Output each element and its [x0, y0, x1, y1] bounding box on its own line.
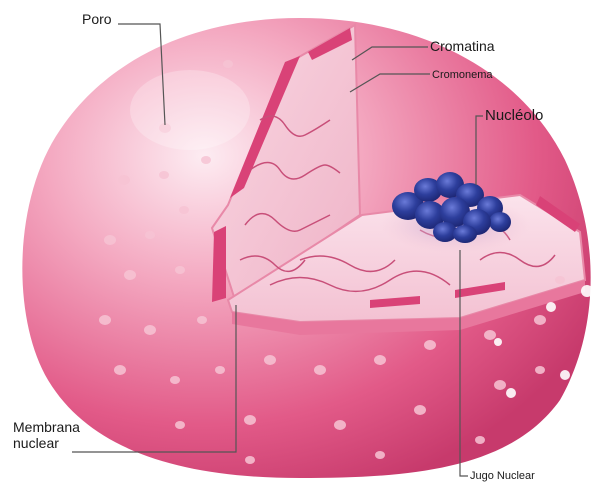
label-membrana-nuclear: Membrana nuclear [13, 419, 80, 451]
label-membrana-line1: Membrana [13, 419, 80, 435]
label-jugo-nuclear: Jugo Nuclear [470, 470, 535, 483]
label-poro: Poro [82, 11, 112, 27]
label-membrana-line2: nuclear [13, 435, 80, 451]
label-nucleolo: Nucléolo [485, 107, 543, 124]
sphere-highlight [130, 70, 250, 150]
label-cromatina: Cromatina [430, 38, 495, 54]
label-cromonema: Cromonema [432, 69, 493, 82]
